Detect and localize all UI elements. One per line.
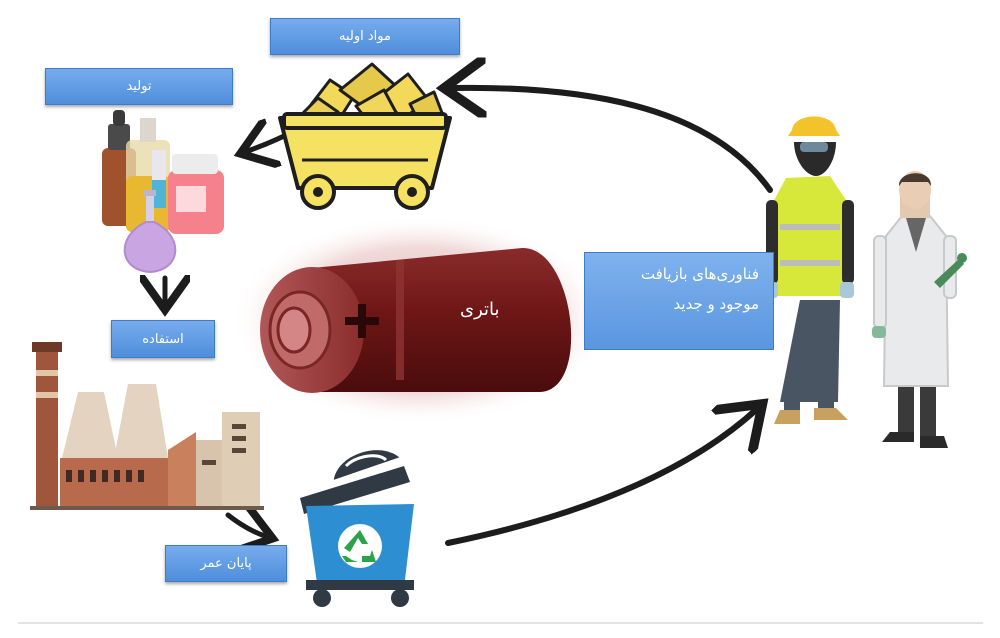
label-production-text: تولید (126, 79, 152, 94)
label-usage: استفاده (111, 320, 215, 358)
battery-icon (230, 215, 610, 425)
worker-icon (764, 116, 854, 424)
arrow-recycle-to-raw (450, 88, 773, 193)
label-end-of-life-text: پایان عمر (200, 556, 252, 571)
label-raw-materials-text: مواد اولیه (339, 29, 391, 44)
recycle-bin-icon (300, 447, 414, 607)
arrow-factory-to-bin (225, 515, 268, 537)
arrow-bin-to-recycling (445, 408, 758, 546)
label-production: تولید (45, 68, 233, 105)
battery-label-text: باتری (460, 299, 500, 320)
label-usage-text: استفاده (142, 331, 184, 347)
mine-cart-icon (278, 62, 452, 210)
label-raw-materials: مواد اولیه (270, 18, 460, 55)
label-recycling-line2: موجود و جدید (673, 295, 759, 313)
battery-label: باتری (460, 299, 500, 320)
factory-icon (30, 342, 264, 510)
recycle-symbol-icon (342, 530, 376, 562)
scientist-icon (872, 171, 967, 448)
label-end-of-life: پایان عمر (165, 545, 287, 582)
label-recycling-line1: فناوری‌های بازیافت (640, 265, 759, 283)
lab-flasks-icon (102, 110, 224, 274)
battery-plus-icon (345, 304, 379, 338)
label-recycling-technologies: فناوری‌های بازیافت موجود و جدید (584, 252, 774, 350)
divider-line (18, 622, 983, 624)
